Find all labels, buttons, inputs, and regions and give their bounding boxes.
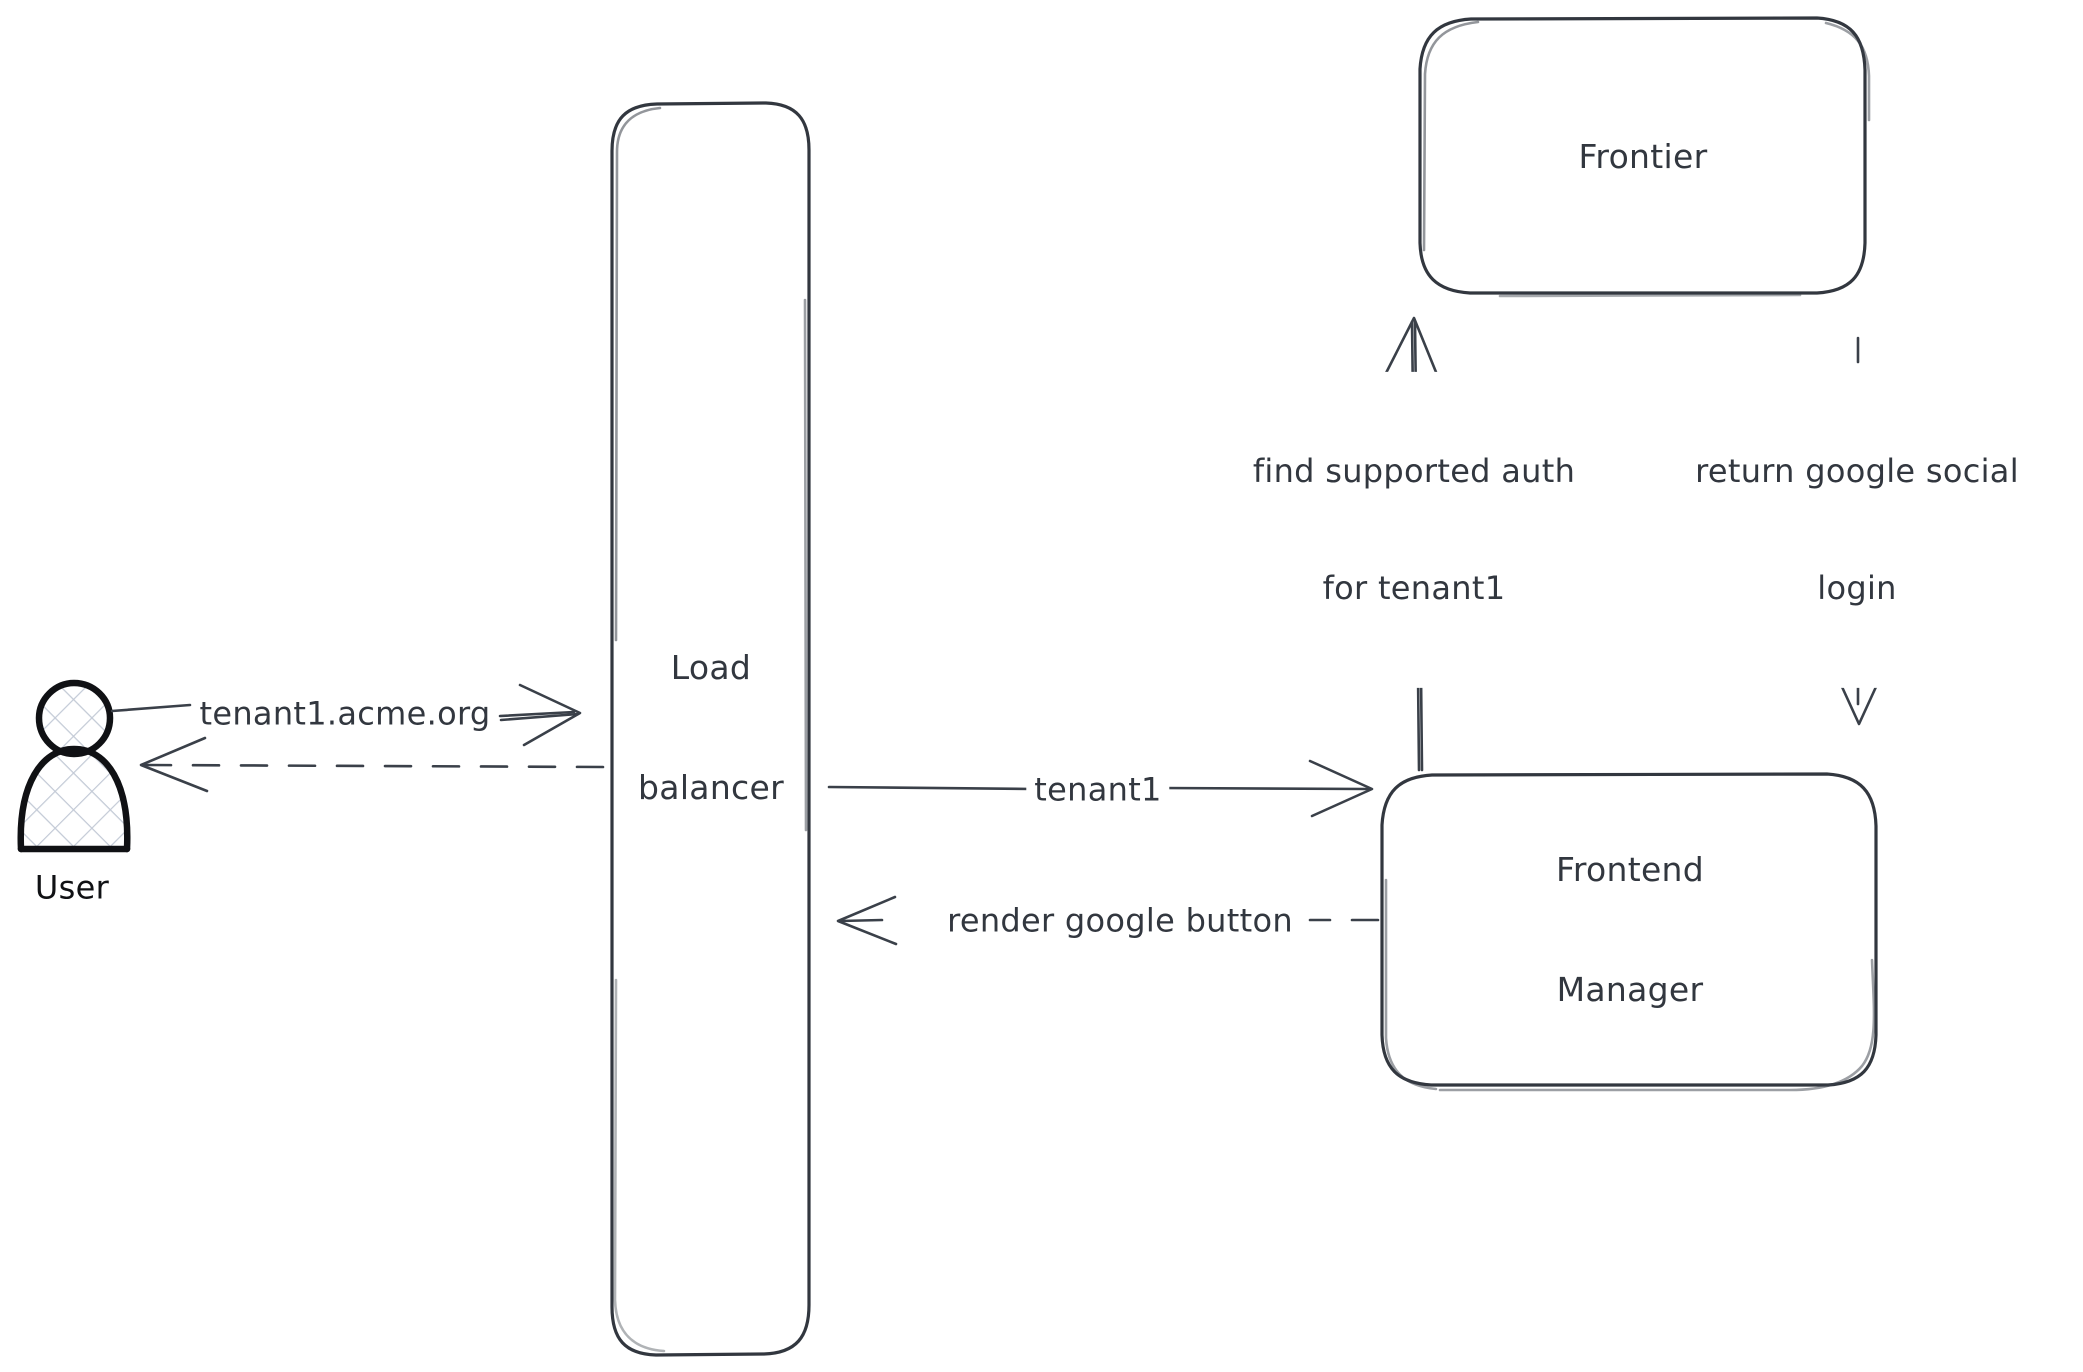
edge-label-lb-to-fm: tenant1 <box>1026 768 1170 812</box>
frontend-manager-node[interactable] <box>1380 772 1878 1092</box>
edge-label-user-to-lb: tenant1.acme.org <box>191 692 499 736</box>
load-balancer-label-line1: Load <box>670 647 752 687</box>
load-balancer-label-line2: balancer <box>638 768 784 808</box>
edge-lb-to-user <box>139 736 605 793</box>
load-balancer-label: Load balancer <box>638 567 784 889</box>
edge-label-frontier-to-fm-line2: login <box>1817 569 1897 608</box>
edge-user-to-lb <box>110 683 582 747</box>
user-actor-icon <box>17 679 131 853</box>
frontier-label: Frontier <box>1578 136 1708 176</box>
edge-label-fm-to-frontier-line2: for tenant1 <box>1322 569 1506 608</box>
edge-label-fm-to-lb: render google button <box>939 899 1301 943</box>
frontend-manager-label-line1: Frontend <box>1555 849 1705 889</box>
edge-label-fm-to-frontier-line1: find supported auth <box>1252 451 1576 490</box>
frontend-manager-label: Frontend Manager <box>1556 769 1704 1091</box>
user-actor-label: User <box>34 868 110 907</box>
frontend-manager-label-line2: Manager <box>1556 970 1704 1010</box>
edge-lb-to-fm <box>827 759 1374 818</box>
edge-label-frontier-to-fm-line1: return google social <box>1695 451 2019 490</box>
edge-label-fm-to-frontier: find supported auth for tenant1 <box>1244 371 1584 689</box>
load-balancer-node[interactable] <box>610 101 811 1357</box>
frontier-node[interactable] <box>1418 16 1871 298</box>
edge-label-frontier-to-fm: return google social login <box>1687 371 2027 689</box>
